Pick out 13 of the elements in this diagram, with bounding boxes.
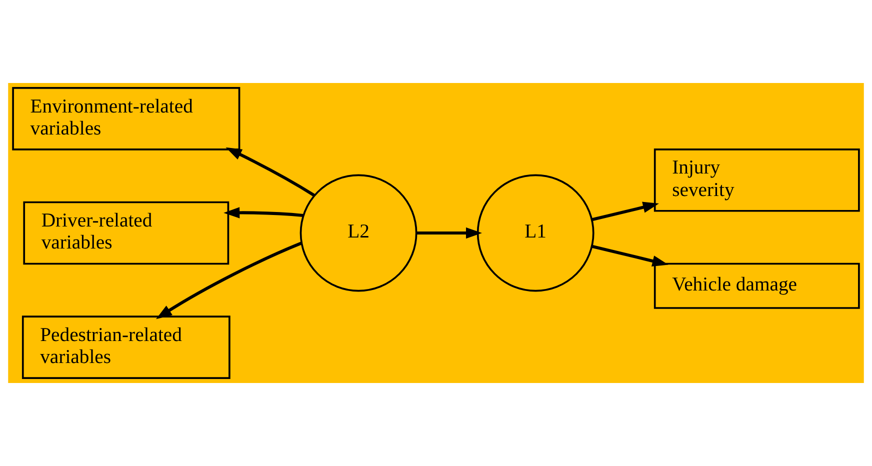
- node-circle: L2: [300, 174, 418, 292]
- arrow: [592, 202, 659, 222]
- arrow: [226, 147, 316, 197]
- node-box: Driver-related variables: [23, 201, 230, 265]
- node-box: Injury severity: [654, 148, 860, 212]
- arrow: [592, 244, 668, 266]
- arrow: [224, 207, 304, 218]
- arrow: [156, 242, 302, 320]
- node-box: Pedestrian-related variables: [22, 316, 230, 379]
- node-box: Vehicle damage: [654, 262, 860, 309]
- node-box: Environment-related variables: [12, 87, 240, 150]
- node-circle: L1: [476, 174, 594, 292]
- arrow: [416, 227, 482, 239]
